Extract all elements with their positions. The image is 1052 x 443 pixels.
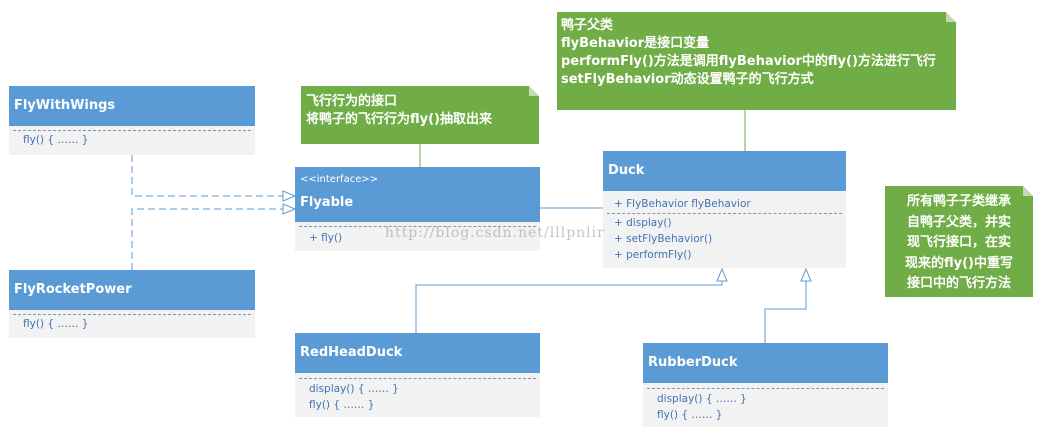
method: fly() { …… }: [23, 318, 89, 330]
class-name: FlyRocketPower: [14, 282, 132, 297]
method: + performFly(): [614, 249, 692, 261]
separator: [299, 378, 536, 379]
arrowhead-flywithwings: [282, 190, 297, 202]
arrowhead-redheadduck: [716, 267, 728, 282]
class-redheadduck: RedHeadDuck display() { …… } fly() { …… …: [295, 333, 540, 417]
arrowhead-flyrocketpower: [282, 203, 297, 215]
note-line: 自鸭子父类，并实: [906, 214, 1011, 230]
separator: [13, 314, 251, 315]
class-flywithwings: FlyWithWings fly() { …… }: [9, 86, 255, 155]
note-line: 现来的fly()中重写: [905, 255, 1013, 271]
arrowhead-rubberduck: [800, 267, 812, 282]
note-line: 飞行行为的接口: [306, 94, 398, 109]
method: display() { …… }: [309, 383, 399, 395]
class-duck: Duck + FlyBehavior flyBehavior + display…: [603, 151, 846, 268]
class-name: RedHeadDuck: [300, 345, 403, 360]
note-line: setFlyBehavior动态设置鸭子的飞行方式: [561, 72, 814, 87]
class-flyrocketpower: FlyRocketPower fly() { …… }: [9, 270, 255, 338]
realization-flyrocketpower-flyable: [131, 208, 285, 270]
class-rubberduck: RubberDuck display() { …… } fly() { …… }: [643, 343, 888, 427]
note-line: 所有鸭子子类继承: [906, 194, 1011, 209]
class-name: RubberDuck: [648, 355, 738, 370]
realization-flywithwings-flyable: [131, 155, 285, 197]
note-line: flyBehavior是接口变量: [561, 36, 710, 51]
method: display() { …… }: [657, 393, 747, 405]
note-line: performFly()方法是调用flyBehavior中的fly()方法进行飞…: [561, 54, 936, 69]
method: + fly(): [309, 232, 343, 244]
method: fly() { …… }: [23, 134, 89, 146]
note-line: 将鸭子的飞行行为fly()抽取出来: [306, 112, 492, 127]
interface-flyable: <<interface>> Flyable + fly(): [295, 167, 540, 251]
note-subclass: 所有鸭子子类继承 自鸭子父类，并实 现飞行接口，在实 现来的fly()中重写 接…: [885, 186, 1033, 297]
method: fly() { …… }: [309, 399, 375, 411]
separator: [13, 130, 251, 131]
method: + display(): [614, 217, 672, 229]
note-interface: 飞行行为的接口 将鸭子的飞行行为fly()抽取出来: [301, 86, 539, 144]
separator: [647, 388, 884, 389]
method: fly() { …… }: [657, 409, 723, 421]
note-line: 现飞行接口，在实: [906, 235, 1011, 250]
stereotype-label: <<interface>>: [300, 174, 379, 185]
note-duck: 鸭子父类 flyBehavior是接口变量 performFly()方法是调用f…: [557, 12, 956, 110]
class-name: Duck: [608, 163, 645, 178]
separator: [299, 226, 536, 227]
class-name: Flyable: [300, 195, 354, 210]
generalization-redheadduck-duck: [415, 281, 723, 333]
method: + setFlyBehavior(): [614, 233, 713, 245]
class-name: FlyWithWings: [14, 98, 116, 113]
generalization-rubberduck-duck: [764, 281, 807, 343]
note-line: 鸭子父类: [561, 18, 614, 33]
separator: [607, 213, 842, 214]
attribute: + FlyBehavior flyBehavior: [614, 198, 751, 210]
watermark: http://blog.csdn.net/lllpnlir: [385, 225, 605, 241]
note-line: 接口中的飞行方法: [906, 276, 1011, 291]
